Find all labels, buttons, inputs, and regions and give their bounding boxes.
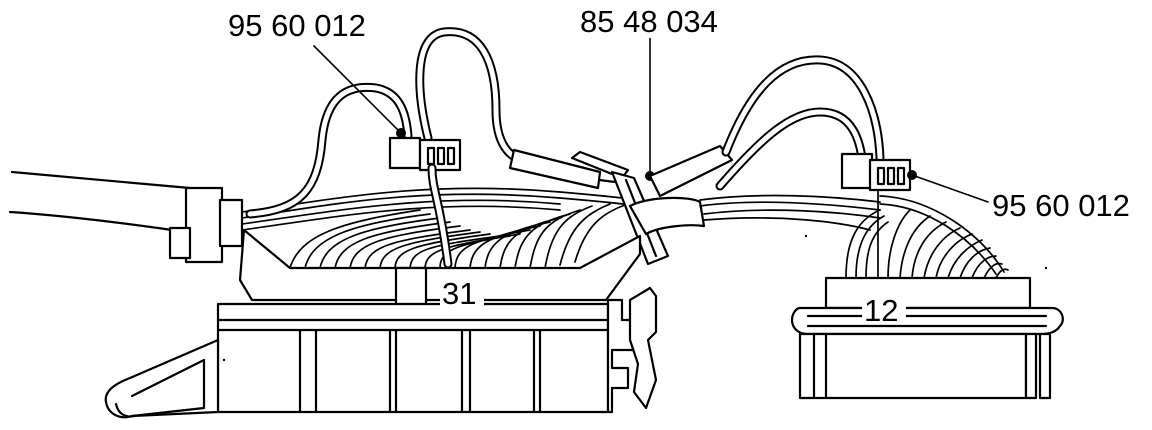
label-bg-top-left xyxy=(226,6,382,42)
label-bg-12 xyxy=(862,296,906,322)
main-cable xyxy=(8,170,244,264)
specks xyxy=(222,234,1048,362)
harness-bundle-right xyxy=(699,189,1009,279)
label-bg-top-center xyxy=(578,2,728,38)
label-bg-31 xyxy=(440,278,484,308)
leader-line-top-left xyxy=(313,45,402,134)
connector-31-housing xyxy=(104,228,658,419)
leader-line-right xyxy=(911,174,989,203)
label-85-48-034: 85 48 034 xyxy=(580,4,718,39)
label-95-60-012-right: 95 60 012 xyxy=(992,188,1130,223)
connector-12-label: 12 xyxy=(864,293,898,328)
loop-wires-left xyxy=(245,27,525,219)
label-bg-right xyxy=(990,188,1142,224)
clip-85-48-034 xyxy=(570,150,706,266)
loop-wires-right xyxy=(648,55,885,198)
connector-12-housing xyxy=(790,276,1064,400)
plug-95-60-012-right xyxy=(840,152,917,192)
connector-31-label: 31 xyxy=(442,276,476,311)
label-95-60-012-top-left: 95 60 012 xyxy=(228,8,366,43)
plug-95-60-012-left xyxy=(388,128,462,269)
